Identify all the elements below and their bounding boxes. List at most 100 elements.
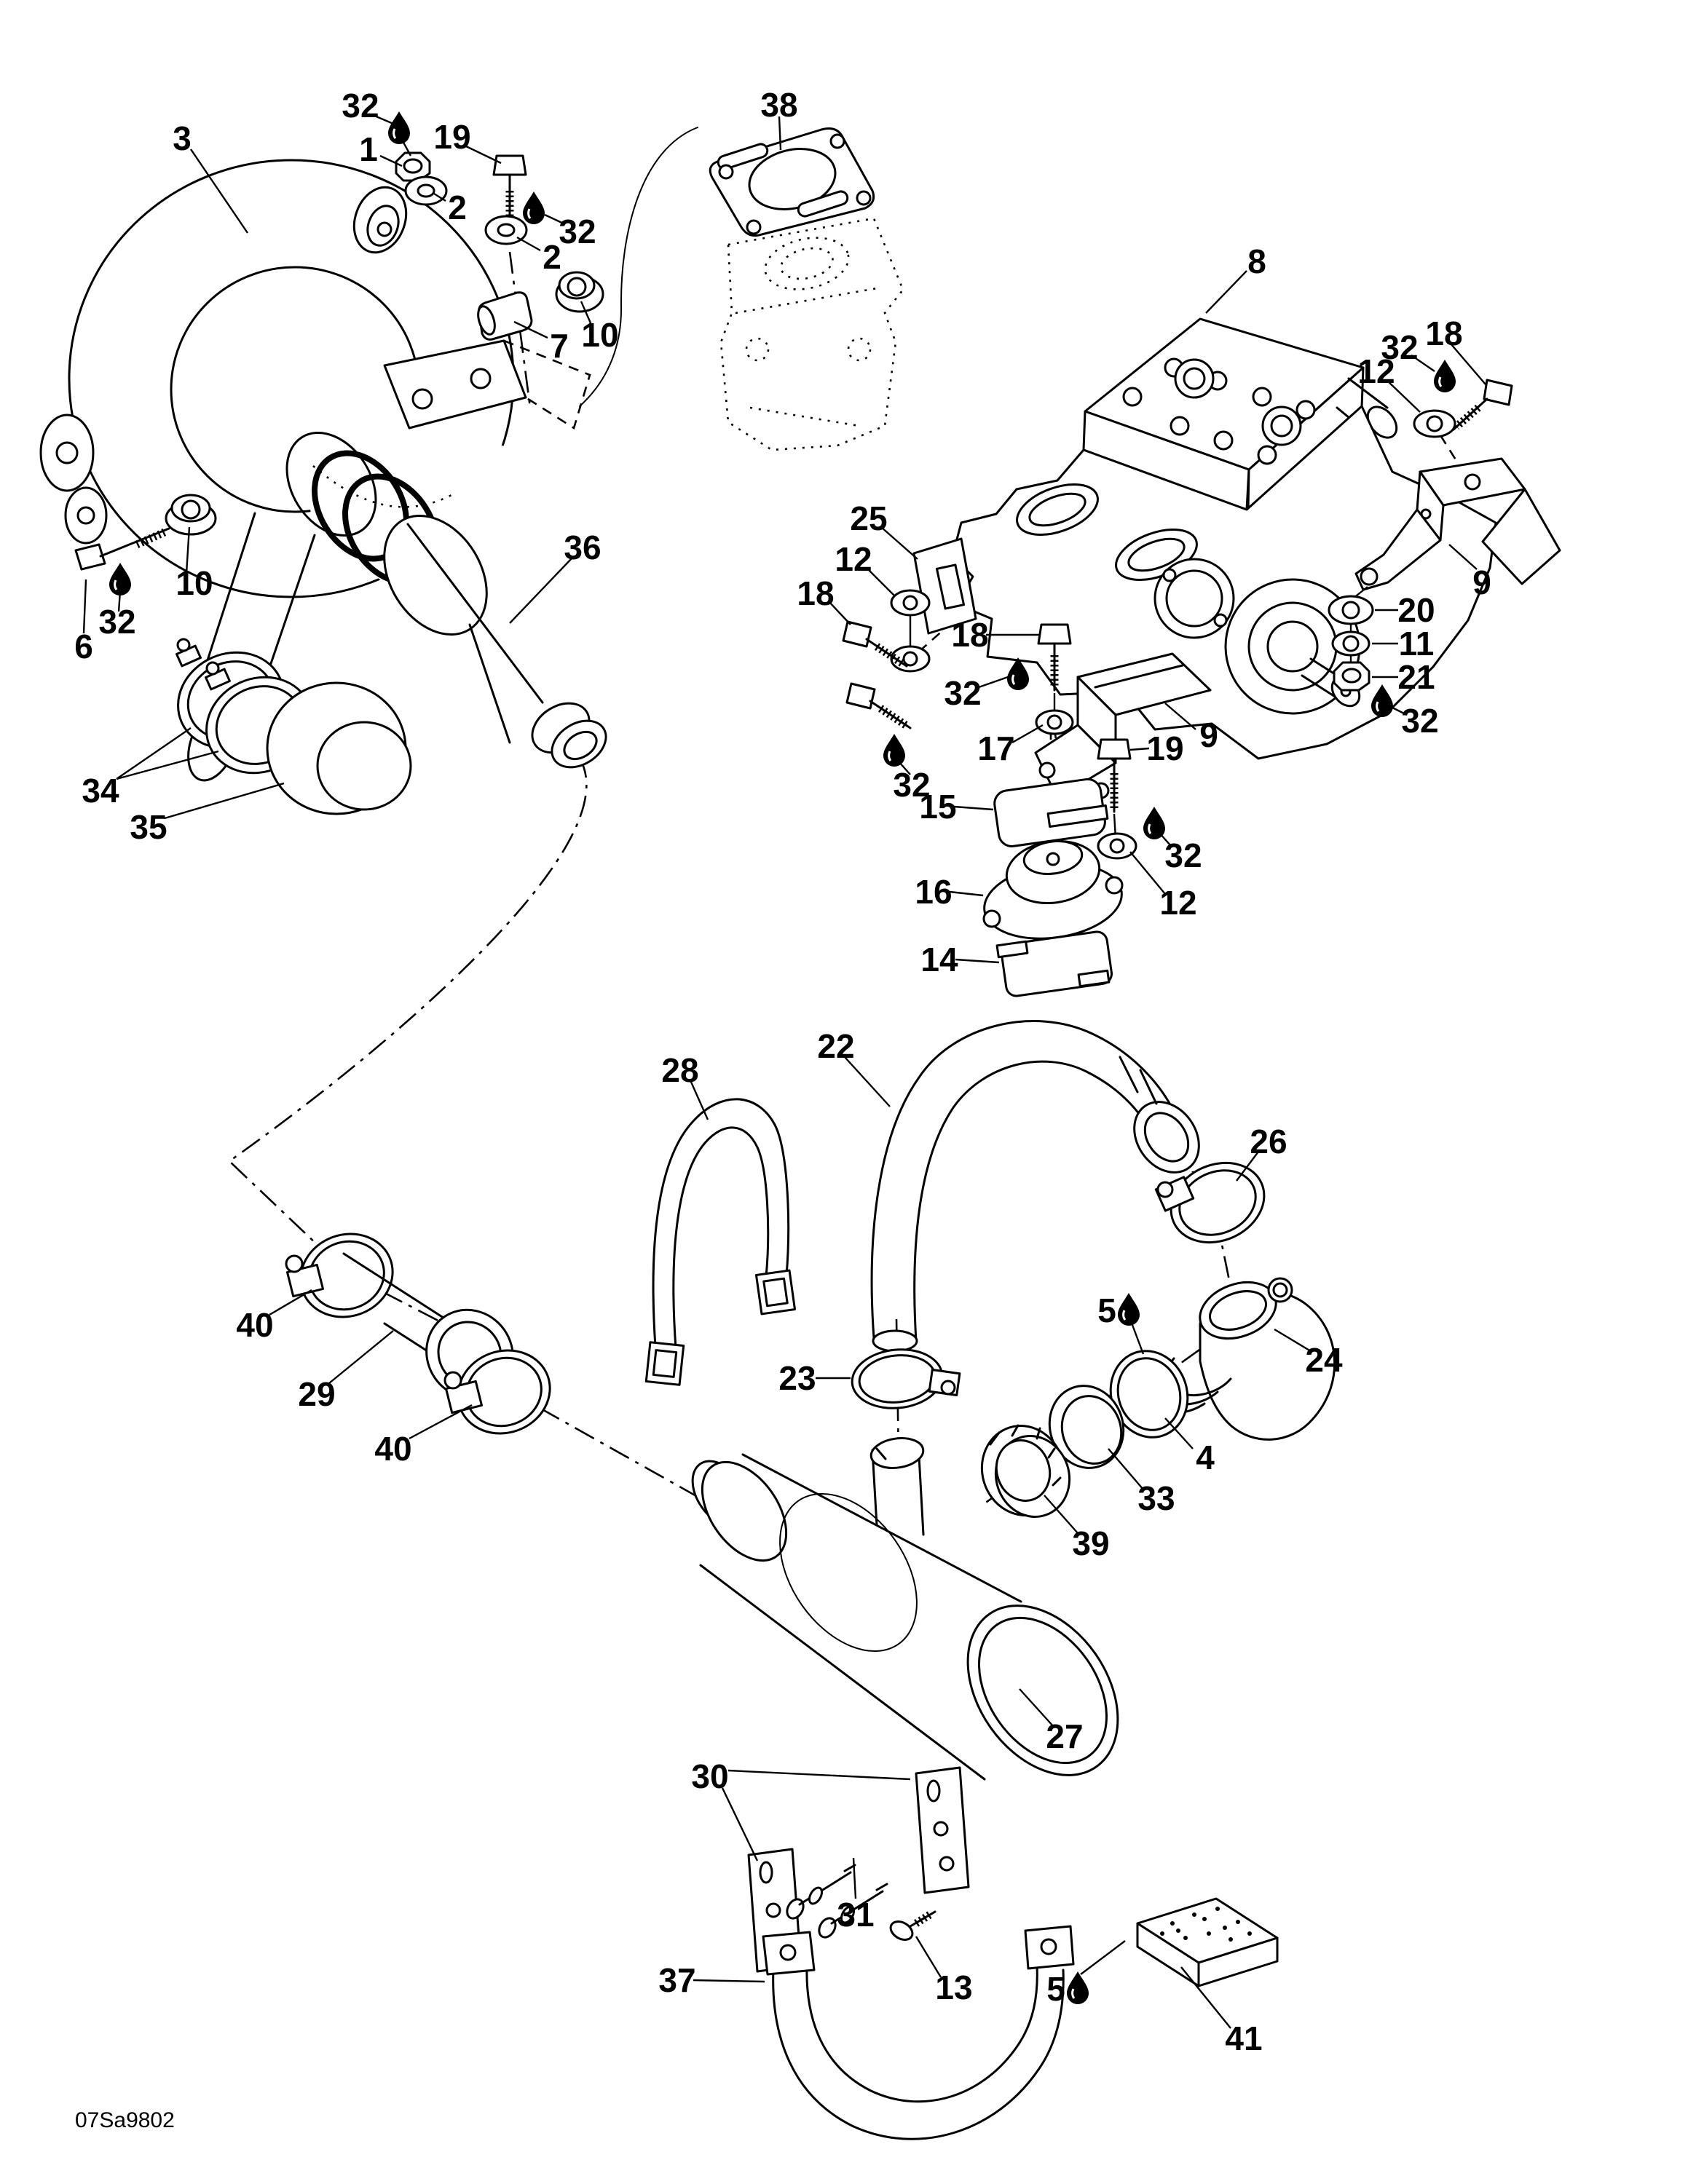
saddle-strap xyxy=(762,1925,1075,2140)
muffler-bracket-30-b xyxy=(915,1766,970,1894)
phantom-engine-outline xyxy=(719,217,904,451)
bolt-18-top xyxy=(1452,379,1513,431)
bolt-18-c xyxy=(1037,623,1072,713)
callout-14: 14 xyxy=(920,941,958,978)
callout-18: 18 xyxy=(797,574,834,612)
screw-13 xyxy=(889,1910,936,1941)
callout-10: 10 xyxy=(175,564,213,602)
hose-clamp-23 xyxy=(851,1348,961,1409)
bolt-6 xyxy=(74,527,170,571)
loctite-drop-icon xyxy=(521,190,546,226)
bolt-19-mid xyxy=(1097,738,1132,839)
drawing-code: 07Sa9802 xyxy=(75,2108,175,2132)
callout-32: 32 xyxy=(98,603,135,641)
coupler-hose xyxy=(266,681,412,815)
washer-12-top xyxy=(1413,409,1456,438)
callout-39: 39 xyxy=(1072,1524,1109,1562)
exhaust-hose xyxy=(870,1020,1200,1353)
callout-7: 7 xyxy=(550,327,569,365)
bolt-18-b xyxy=(845,682,912,729)
callout-23: 23 xyxy=(778,1359,816,1397)
callout-11: 11 xyxy=(1399,625,1435,662)
callout-32: 32 xyxy=(893,766,930,804)
flanged-nut-10-left xyxy=(165,494,217,536)
bevel-ring-33 xyxy=(1048,1385,1125,1469)
callout-32: 32 xyxy=(1381,328,1418,366)
callout-8: 8 xyxy=(1247,242,1266,280)
ring-nut-39 xyxy=(980,1424,1071,1518)
callout-30: 30 xyxy=(691,1757,728,1795)
upper-mount-plate xyxy=(993,778,1109,847)
loctite-drop-icon xyxy=(1432,358,1457,394)
callout-9: 9 xyxy=(1199,716,1218,754)
callout-9: 9 xyxy=(1472,563,1491,601)
loctite-drop-icon xyxy=(387,110,411,146)
callout-36: 36 xyxy=(564,529,601,566)
hose-clamp-40-b xyxy=(443,1349,551,1435)
engine-assembly xyxy=(951,317,1497,760)
callout-40: 40 xyxy=(374,1430,411,1468)
callout-32: 32 xyxy=(1401,702,1438,740)
callout-2: 2 xyxy=(448,189,467,226)
callout-40: 40 xyxy=(236,1306,273,1344)
muffler xyxy=(691,1437,1119,1781)
callout-34: 34 xyxy=(82,772,119,810)
callout-32: 32 xyxy=(559,213,596,250)
callout-24: 24 xyxy=(1305,1341,1343,1379)
loctite-drop-icon xyxy=(1006,656,1030,692)
flanged-nut-10-right xyxy=(555,271,604,313)
exhaust-gasket xyxy=(709,127,875,237)
callout-38: 38 xyxy=(760,86,797,124)
callout-28: 28 xyxy=(661,1051,698,1089)
callout-1: 1 xyxy=(359,130,378,168)
washer-12-mid-right xyxy=(1097,832,1137,860)
loctite-drop-icon xyxy=(882,732,907,768)
bolt-18-a xyxy=(842,620,908,668)
callout-4: 4 xyxy=(1196,1439,1215,1476)
callout-22: 22 xyxy=(817,1027,854,1065)
rubber-mount xyxy=(982,839,1124,940)
callout-5: 5 xyxy=(1046,1970,1065,2008)
callout-27: 27 xyxy=(1046,1717,1083,1755)
callout-35: 35 xyxy=(130,808,167,846)
washer-2-b xyxy=(484,215,528,245)
callout-18: 18 xyxy=(1425,314,1462,352)
callout-33: 33 xyxy=(1137,1479,1175,1517)
bushing-7 xyxy=(477,291,533,341)
hose-clamp-40-a xyxy=(285,1233,394,1318)
callout-3: 3 xyxy=(173,119,192,157)
callout-12: 12 xyxy=(835,540,872,578)
hose-clamp-26 xyxy=(1154,1161,1266,1244)
callout-2: 2 xyxy=(543,238,561,276)
callout-10: 10 xyxy=(581,316,618,354)
callout-17: 17 xyxy=(977,729,1014,767)
callout-20: 20 xyxy=(1397,591,1435,629)
hold-down-strap xyxy=(644,1098,797,1386)
callout-26: 26 xyxy=(1250,1123,1287,1160)
loctite-drop-icon xyxy=(1065,1970,1090,2006)
callout-25: 25 xyxy=(850,499,887,537)
callout-15: 15 xyxy=(919,788,956,826)
callout-32: 32 xyxy=(342,87,379,124)
callout-6: 6 xyxy=(74,628,93,665)
washers-12-mid xyxy=(890,589,931,673)
tuned-pipe-cone xyxy=(383,514,607,769)
callout-32: 32 xyxy=(1164,836,1202,874)
washer-17 xyxy=(1035,709,1074,735)
loctite-drop-icon xyxy=(1142,805,1167,841)
callout-5: 5 xyxy=(1097,1291,1116,1329)
callout-19: 19 xyxy=(1146,729,1183,767)
callout-16: 16 xyxy=(915,873,952,911)
adhesive-pad xyxy=(1136,1897,1279,1987)
loctite-drop-icon xyxy=(108,561,133,597)
callout-41: 41 xyxy=(1225,2019,1262,2057)
callout-13: 13 xyxy=(935,1969,972,2006)
callout-31: 31 xyxy=(837,1896,874,1934)
assembly-reference-curve xyxy=(579,127,698,407)
lower-mount-plate xyxy=(995,930,1113,997)
callout-19: 19 xyxy=(433,118,470,156)
callout-37: 37 xyxy=(658,1961,695,1999)
callout-12: 12 xyxy=(1357,352,1395,390)
